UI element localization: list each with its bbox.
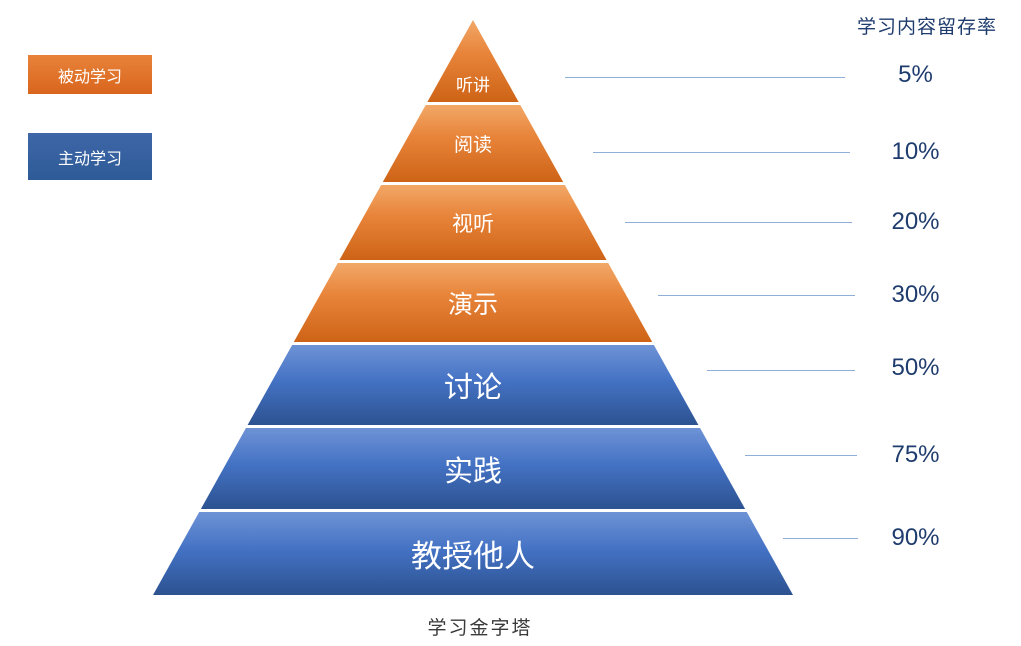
pyramid-level-label: 听讲 xyxy=(456,76,490,95)
leader-line xyxy=(745,455,857,456)
pyramid-level-practice: 实践 xyxy=(200,428,746,509)
pyramid-level-label: 演示 xyxy=(447,290,498,319)
diagram-caption: 学习金字塔 xyxy=(427,618,533,639)
retention-value: 10% xyxy=(891,138,940,165)
pyramid-level-discussion: 讨论 xyxy=(247,345,699,425)
retention-value: 20% xyxy=(891,208,940,235)
retention-value: 30% xyxy=(891,281,940,308)
legend-active-label: 主动学习 xyxy=(57,150,122,168)
leader-line xyxy=(565,77,845,78)
pyramid-level-reading: 阅读 xyxy=(382,105,564,182)
pyramid-level-demonstration: 演示 xyxy=(293,263,653,342)
retention-rate-title: 学习内容留存率 xyxy=(856,17,997,38)
pyramid-level-label: 实践 xyxy=(443,455,502,488)
pyramid-level-teaching-others: 教授他人 xyxy=(153,512,793,595)
pyramid-level-label: 教授他人 xyxy=(411,539,535,574)
retention-value: 75% xyxy=(891,441,940,468)
retention-value: 5% xyxy=(898,61,933,88)
legend-passive-label: 被动学习 xyxy=(57,68,122,86)
leader-line xyxy=(625,222,852,223)
pyramid-level-audiovisual: 视听 xyxy=(339,185,607,260)
pyramid-level-label: 阅读 xyxy=(453,135,492,156)
legend-active-learning: 主动学习 xyxy=(28,133,152,180)
retention-value: 50% xyxy=(891,354,940,381)
leader-line xyxy=(707,370,855,371)
leader-line xyxy=(593,152,850,153)
retention-value: 90% xyxy=(891,524,940,551)
leader-line xyxy=(658,295,855,296)
pyramid-level-label: 视听 xyxy=(452,212,494,236)
pyramid-level-listening: 听讲 xyxy=(427,20,519,102)
pyramid-level-label: 讨论 xyxy=(443,372,502,404)
pyramid: 听讲 阅读 视听 演示 讨论 实践 教授他人 xyxy=(153,20,793,595)
legend-passive-learning: 被动学习 xyxy=(28,55,152,94)
leader-line xyxy=(783,538,858,539)
